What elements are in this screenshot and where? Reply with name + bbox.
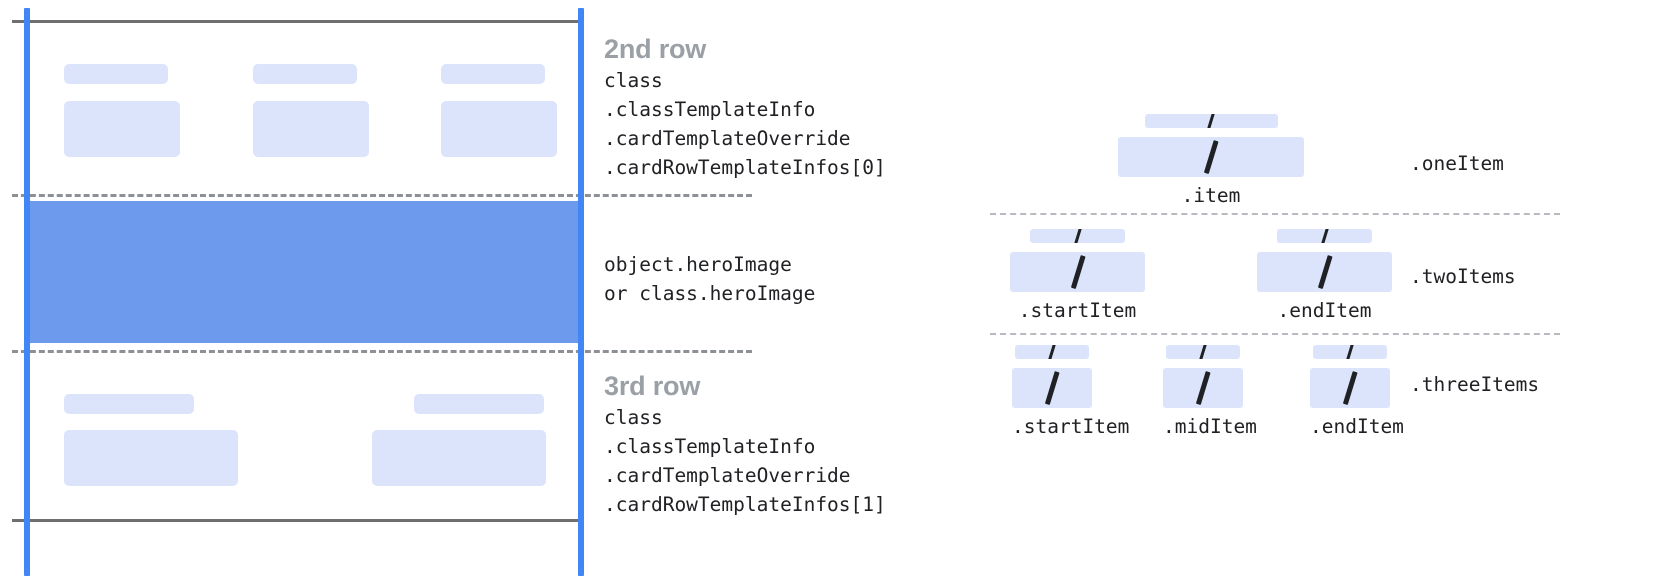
- row2-col2-value-placeholder: [253, 101, 369, 157]
- row3-col2-label-placeholder: [414, 394, 544, 414]
- row-divider-lower: [12, 350, 752, 353]
- one-item-caption: .item: [1181, 184, 1241, 207]
- row2-col2-label-placeholder: [253, 64, 357, 84]
- row3-col2-value-placeholder: [372, 430, 546, 486]
- two-items-start-caption: .startItem: [1018, 299, 1137, 322]
- two-items-start-label-placeholder: [1030, 229, 1125, 243]
- two-items-end-cell: .endItem: [1257, 229, 1392, 322]
- row-divider-upper: [12, 194, 752, 197]
- slash-icon: [1044, 371, 1060, 405]
- card-left-guide: [24, 8, 30, 576]
- slash-icon: [1346, 345, 1354, 359]
- slash-icon: [1207, 114, 1215, 128]
- card-top-border: [12, 20, 582, 23]
- row3-col1-value-placeholder: [64, 430, 238, 486]
- two-items-end-value-placeholder: [1257, 252, 1392, 292]
- two-items-start-cell: .startItem: [1010, 229, 1145, 322]
- three-items-end-label-placeholder: [1313, 345, 1387, 359]
- three-items-start-label-placeholder: [1015, 345, 1089, 359]
- group-label-three-items: .threeItems: [1410, 373, 1540, 396]
- one-item-label-placeholder: [1144, 114, 1278, 128]
- three-items-end-cell: .endItem: [1310, 345, 1404, 438]
- three-items-mid-caption: .midItem: [1163, 415, 1257, 438]
- row3-col1-label-placeholder: [64, 394, 194, 414]
- slash-icon: [1199, 345, 1207, 359]
- slash-icon: [1048, 345, 1056, 359]
- group-label-one-item: .oneItem: [1410, 152, 1504, 175]
- slash-icon: [1320, 229, 1329, 243]
- three-items-start-value-placeholder: [1012, 368, 1092, 408]
- row2-col1-label-placeholder: [64, 64, 168, 84]
- hero-image-band: [27, 201, 581, 343]
- three-items-end-value-placeholder: [1310, 368, 1390, 408]
- three-items-end-caption: .endItem: [1310, 415, 1404, 438]
- three-items-mid-label-placeholder: [1166, 345, 1240, 359]
- row2-col3-label-placeholder: [441, 64, 545, 84]
- row-item-layouts-diagram: .item .oneItem .startItem .endItem .twoI…: [960, 0, 1676, 584]
- two-items-end-caption: .endItem: [1277, 299, 1372, 322]
- row2-annotation-title: 2nd row: [604, 34, 707, 64]
- card-bottom-border: [12, 519, 582, 522]
- card-right-guide: [578, 8, 584, 576]
- slash-icon: [1073, 229, 1082, 243]
- three-items-start-caption: .startItem: [1012, 415, 1130, 438]
- slash-icon: [1203, 140, 1219, 174]
- one-item-value-placeholder: [1118, 137, 1304, 177]
- row3-annotation: 3rd row class .classTemplateInfo .cardTe…: [604, 369, 886, 519]
- card-template-diagram: [0, 0, 752, 584]
- row3-annotation-title: 3rd row: [604, 371, 701, 401]
- row2-annotation-code: class .classTemplateInfo .cardTemplateOv…: [604, 69, 886, 179]
- three-items-mid-cell: .midItem: [1163, 345, 1257, 438]
- row2-annotation: 2nd row class .classTemplateInfo .cardTe…: [604, 32, 886, 182]
- three-items-start-cell: .startItem: [1012, 345, 1130, 438]
- layout-divider-1: [990, 213, 1560, 215]
- slash-icon: [1070, 255, 1085, 289]
- slash-icon: [1195, 371, 1211, 405]
- group-label-two-items: .twoItems: [1410, 265, 1516, 288]
- layout-divider-2: [990, 333, 1560, 335]
- slash-icon: [1342, 371, 1358, 405]
- hero-annotation-code: object.heroImage or class.heroImage: [604, 253, 816, 305]
- three-items-mid-value-placeholder: [1163, 368, 1243, 408]
- one-item-cell: .item: [1118, 114, 1304, 207]
- row3-annotation-code: class .classTemplateInfo .cardTemplateOv…: [604, 406, 886, 516]
- hero-annotation: object.heroImage or class.heroImage: [604, 250, 815, 308]
- two-items-end-label-placeholder: [1277, 229, 1372, 243]
- slash-icon: [1317, 255, 1332, 289]
- two-items-start-value-placeholder: [1010, 252, 1145, 292]
- row2-col3-value-placeholder: [441, 101, 557, 157]
- row2-col1-value-placeholder: [64, 101, 180, 157]
